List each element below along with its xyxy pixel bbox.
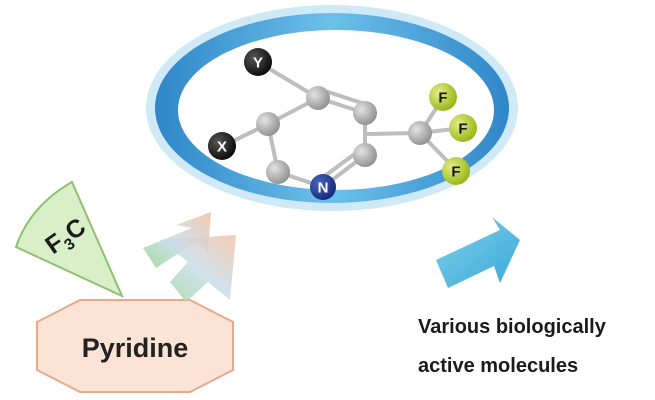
result-line-2: active molecules	[418, 355, 578, 377]
substituent-x-label: X	[217, 139, 227, 156]
fluorine-atom-3: F	[442, 157, 470, 185]
pyridine-hexagon: Pyridine	[36, 299, 234, 393]
carbon-atom	[353, 101, 377, 125]
molecule-ring	[146, 5, 518, 211]
result-line-1: Various biologically	[418, 316, 607, 338]
substituent-y-label: Y	[253, 55, 263, 72]
carbon-atom	[266, 160, 290, 184]
carbon-atom	[408, 121, 432, 145]
fluorine-label: F	[451, 164, 460, 181]
fluorine-label: F	[438, 90, 447, 107]
carbon-atom	[353, 143, 377, 167]
carbon-atom	[306, 86, 330, 110]
substituent-x: X	[208, 132, 236, 160]
output-arrow	[436, 217, 520, 288]
trifluoromethyl-wedge: F3C	[14, 180, 124, 299]
fluorine-label: F	[458, 121, 467, 138]
fluorine-atom-1: F	[429, 83, 457, 111]
fluorine-atom-2: F	[449, 114, 477, 142]
input-arrow-head	[160, 235, 236, 302]
pyridine-label: Pyridine	[82, 333, 189, 363]
substituent-y: Y	[244, 48, 272, 76]
carbon-atoms	[256, 86, 432, 184]
carbon-atom	[256, 112, 280, 136]
nitrogen-atom: N	[310, 174, 336, 200]
nitrogen-label: N	[318, 180, 329, 197]
